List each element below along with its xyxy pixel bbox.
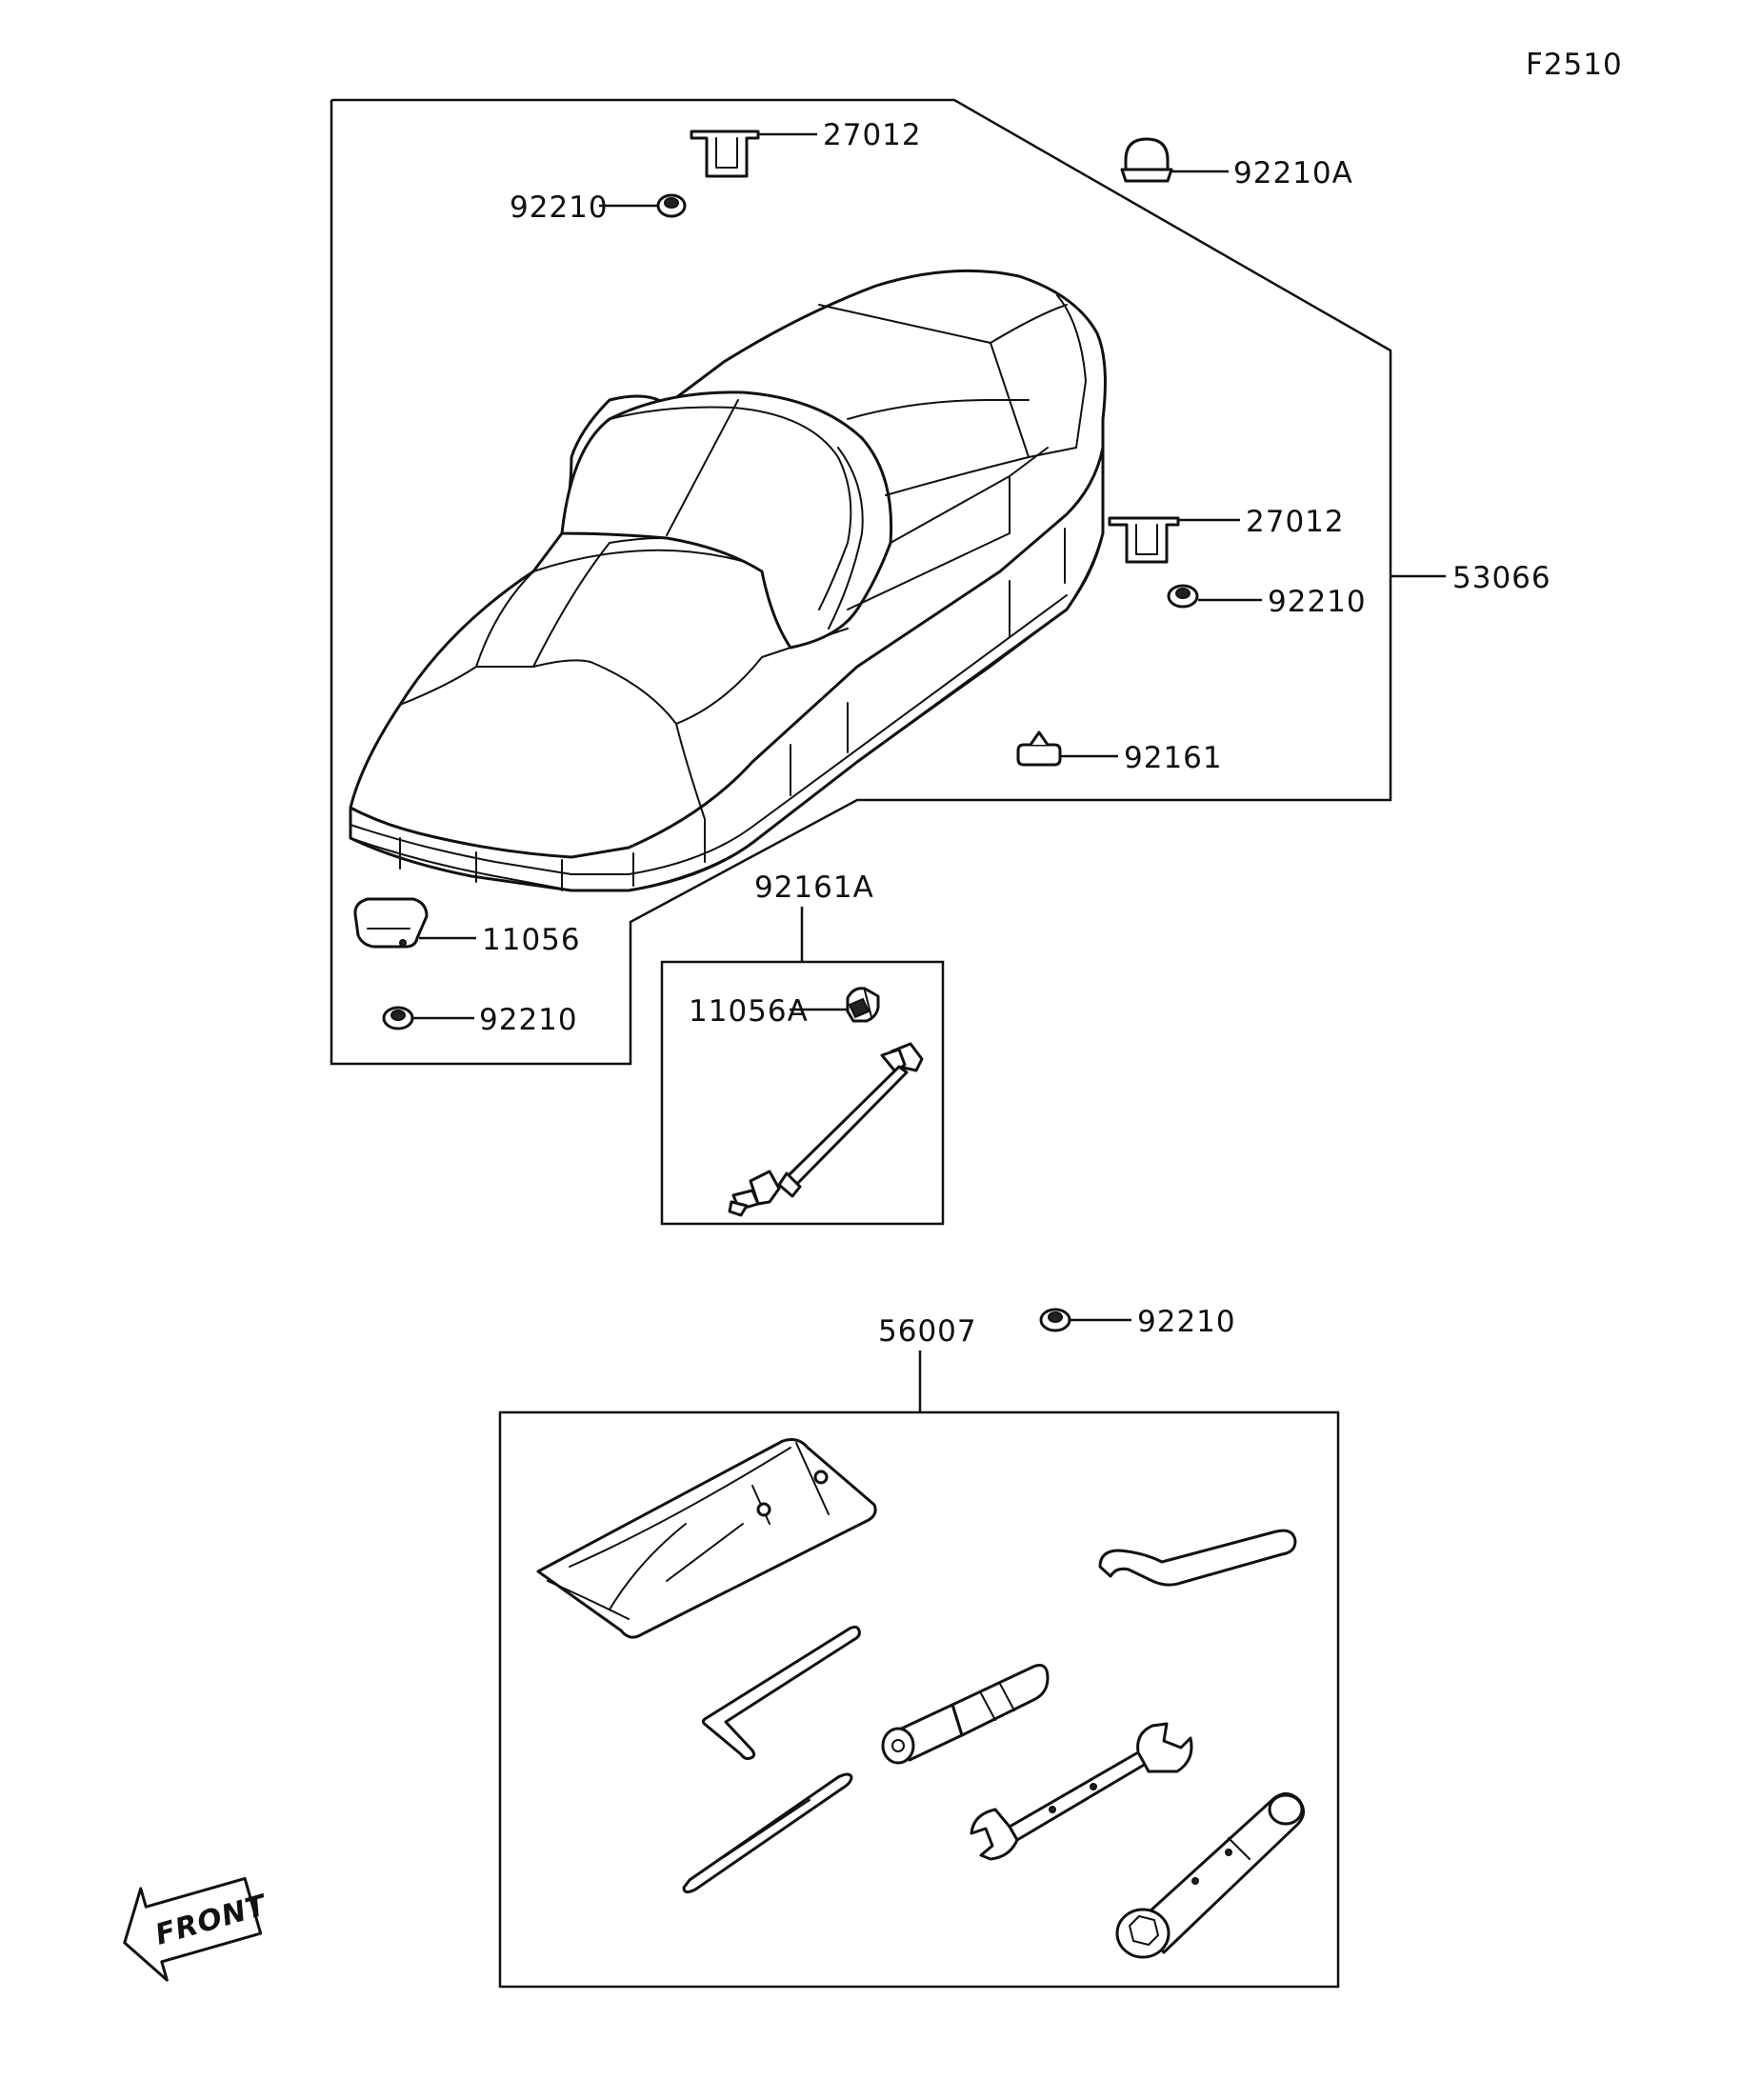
damper-bottom-left-label: 92210 — [479, 1003, 578, 1037]
damper-top-left-label: 92210 — [510, 190, 609, 225]
toolkit-group-outline — [498, 1410, 1340, 1989]
cover-sub-label: 11056A — [689, 994, 809, 1029]
cover-sub-part[interactable] — [846, 987, 880, 1023]
front-direction-arrow: FRONT — [123, 1876, 271, 1982]
hook-clip-top-label: 27012 — [823, 118, 922, 152]
seat-group-outline — [330, 98, 1392, 1066]
stopper-label: 92161 — [1124, 741, 1223, 775]
damper-top-left-part[interactable] — [656, 193, 687, 218]
hinge-cover-part[interactable] — [353, 897, 429, 949]
damper-bottom-left-part[interactable] — [382, 1006, 414, 1030]
pin-tool-part[interactable] — [682, 1772, 853, 1894]
damper-toolkit-label: 92210 — [1137, 1305, 1236, 1339]
hook-clip-top-part[interactable] — [690, 130, 760, 178]
screwdriver-part[interactable] — [881, 1664, 1050, 1765]
open-end-wrench-part[interactable] — [970, 1722, 1193, 1861]
damper-right-part[interactable] — [1167, 584, 1199, 609]
tool-bag-part[interactable] — [536, 1438, 877, 1639]
seat-lock-cable-part[interactable] — [728, 1042, 924, 1217]
damper-right-label: 92210 — [1268, 585, 1367, 619]
seat-group-label: 53066 — [1452, 561, 1551, 595]
hinge-cover-label: 11056 — [482, 923, 581, 957]
seat-assembly-drawing[interactable] — [349, 269, 1107, 892]
hook-spanner-part[interactable] — [1098, 1529, 1297, 1587]
damper-toolkit-part[interactable] — [1039, 1308, 1071, 1332]
cap-nut-label: 92210A — [1233, 156, 1353, 190]
hook-clip-right-part[interactable] — [1108, 516, 1180, 564]
sub-group-outline — [660, 960, 945, 1226]
hex-key-part[interactable] — [701, 1625, 861, 1760]
figure-code: F2510 — [1526, 48, 1623, 82]
stopper-part[interactable] — [1016, 730, 1062, 767]
hook-clip-right-label: 27012 — [1246, 505, 1345, 539]
socket-spanner-part[interactable] — [1115, 1792, 1305, 1959]
cap-nut-part[interactable] — [1120, 137, 1173, 183]
sub-group-label: 92161A — [754, 870, 874, 905]
toolkit-group-label: 56007 — [878, 1314, 977, 1349]
